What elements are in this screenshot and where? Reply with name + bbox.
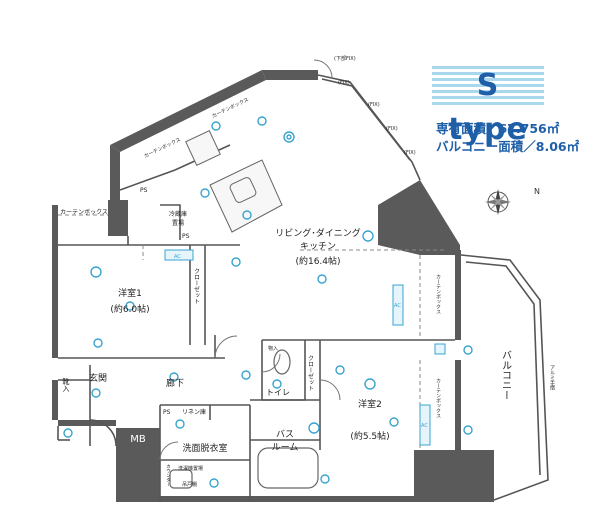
balcony-area: バルコニー面積／8.06㎡ bbox=[436, 139, 580, 154]
curtain-box-label-5: カーテンボックス bbox=[435, 378, 441, 418]
room2-name: 洋室2 bbox=[358, 398, 382, 410]
wall-right-lower bbox=[455, 360, 461, 450]
balcony-label: バルコニー bbox=[500, 350, 512, 400]
plan-type-title: S type bbox=[448, 68, 528, 147]
washer-label: 洗濯機置場 bbox=[178, 465, 203, 472]
ps-label-1: PS bbox=[140, 187, 148, 194]
curtain-box-label-1: カーテンボックス bbox=[60, 208, 108, 216]
interior-walls bbox=[57, 74, 549, 501]
wall-entrance bbox=[58, 420, 116, 426]
outer-walls bbox=[52, 70, 494, 502]
curtain-box-label-4: カーテンボックス bbox=[435, 274, 441, 314]
fix-label-1: (下部FIX) bbox=[334, 55, 356, 62]
ps-label-3: PS bbox=[163, 409, 171, 416]
fix-label-2: (FIX) bbox=[338, 80, 350, 86]
wall-bottom bbox=[160, 496, 416, 502]
counter-label: カウンター bbox=[166, 464, 171, 487]
dashed-lines bbox=[58, 214, 445, 450]
fixtures bbox=[63, 116, 473, 488]
stove bbox=[185, 130, 221, 166]
sink bbox=[229, 177, 257, 203]
ac-label-1: AC bbox=[174, 254, 181, 260]
pillar-bottom-right bbox=[414, 450, 494, 502]
room1-name: 洋室1 bbox=[118, 287, 142, 299]
entrance-label: 玄関 bbox=[89, 372, 107, 384]
linen-label: リネン庫 bbox=[182, 408, 206, 416]
fix-label-3: (FIX) bbox=[368, 102, 380, 108]
wall-right-upper bbox=[455, 250, 461, 340]
bath-label: バスルーム bbox=[272, 429, 299, 453]
compass: N bbox=[485, 187, 540, 215]
room2-size: (約5.5帖) bbox=[350, 430, 389, 442]
type-banner bbox=[432, 66, 544, 106]
storage-label: 物入 bbox=[268, 345, 278, 352]
fridge-label: 冷蔵庫置場 bbox=[169, 210, 187, 227]
aircon-units bbox=[164, 249, 446, 446]
fix-label-5: (FIX) bbox=[404, 150, 416, 156]
shelf-label: 吊戸棚 bbox=[182, 481, 197, 488]
toilet-label: トイレ bbox=[266, 388, 290, 397]
washroom-label: 洗面脱衣室 bbox=[182, 442, 227, 454]
room1-size: (約6.0帖) bbox=[110, 303, 149, 315]
pillar-right bbox=[378, 180, 460, 255]
mb-label: MB bbox=[130, 434, 146, 445]
bathtub bbox=[257, 447, 319, 489]
ac-label-2: AC bbox=[394, 303, 401, 309]
ldk-size: (約16.4帖) bbox=[295, 255, 340, 267]
ldk-name: リビング･ダイニングキッチン bbox=[275, 227, 361, 252]
toilet-bowl bbox=[273, 349, 291, 375]
mb-block bbox=[116, 428, 160, 502]
ps-label-2: PS bbox=[182, 233, 190, 240]
wall-kitchen-diagonal bbox=[110, 70, 266, 152]
wall-top bbox=[262, 70, 318, 80]
wall-left bbox=[52, 205, 58, 358]
hallway-label: 廊下 bbox=[166, 377, 184, 389]
compass-north: N bbox=[534, 187, 540, 196]
closet-label-h: クローゼット bbox=[307, 355, 314, 391]
aluminum-rail-label: アルミ手摺 bbox=[549, 365, 555, 391]
curtain-box-label-2: カーテンボックス bbox=[143, 136, 182, 160]
wall-left-kitchen bbox=[110, 145, 120, 205]
ac-label-3: AC bbox=[421, 423, 428, 429]
washbasin bbox=[169, 469, 193, 489]
wall-left-lower bbox=[52, 380, 58, 420]
pillar-left bbox=[108, 200, 128, 236]
closet-label-v: クローゼット bbox=[193, 268, 200, 304]
exclusive-area: 専有面積／67.756㎡ bbox=[436, 121, 560, 136]
fix-label-4: (FIX) bbox=[386, 126, 398, 132]
shoe-label: 靴入 bbox=[62, 377, 70, 392]
kitchen-counter bbox=[185, 130, 283, 233]
